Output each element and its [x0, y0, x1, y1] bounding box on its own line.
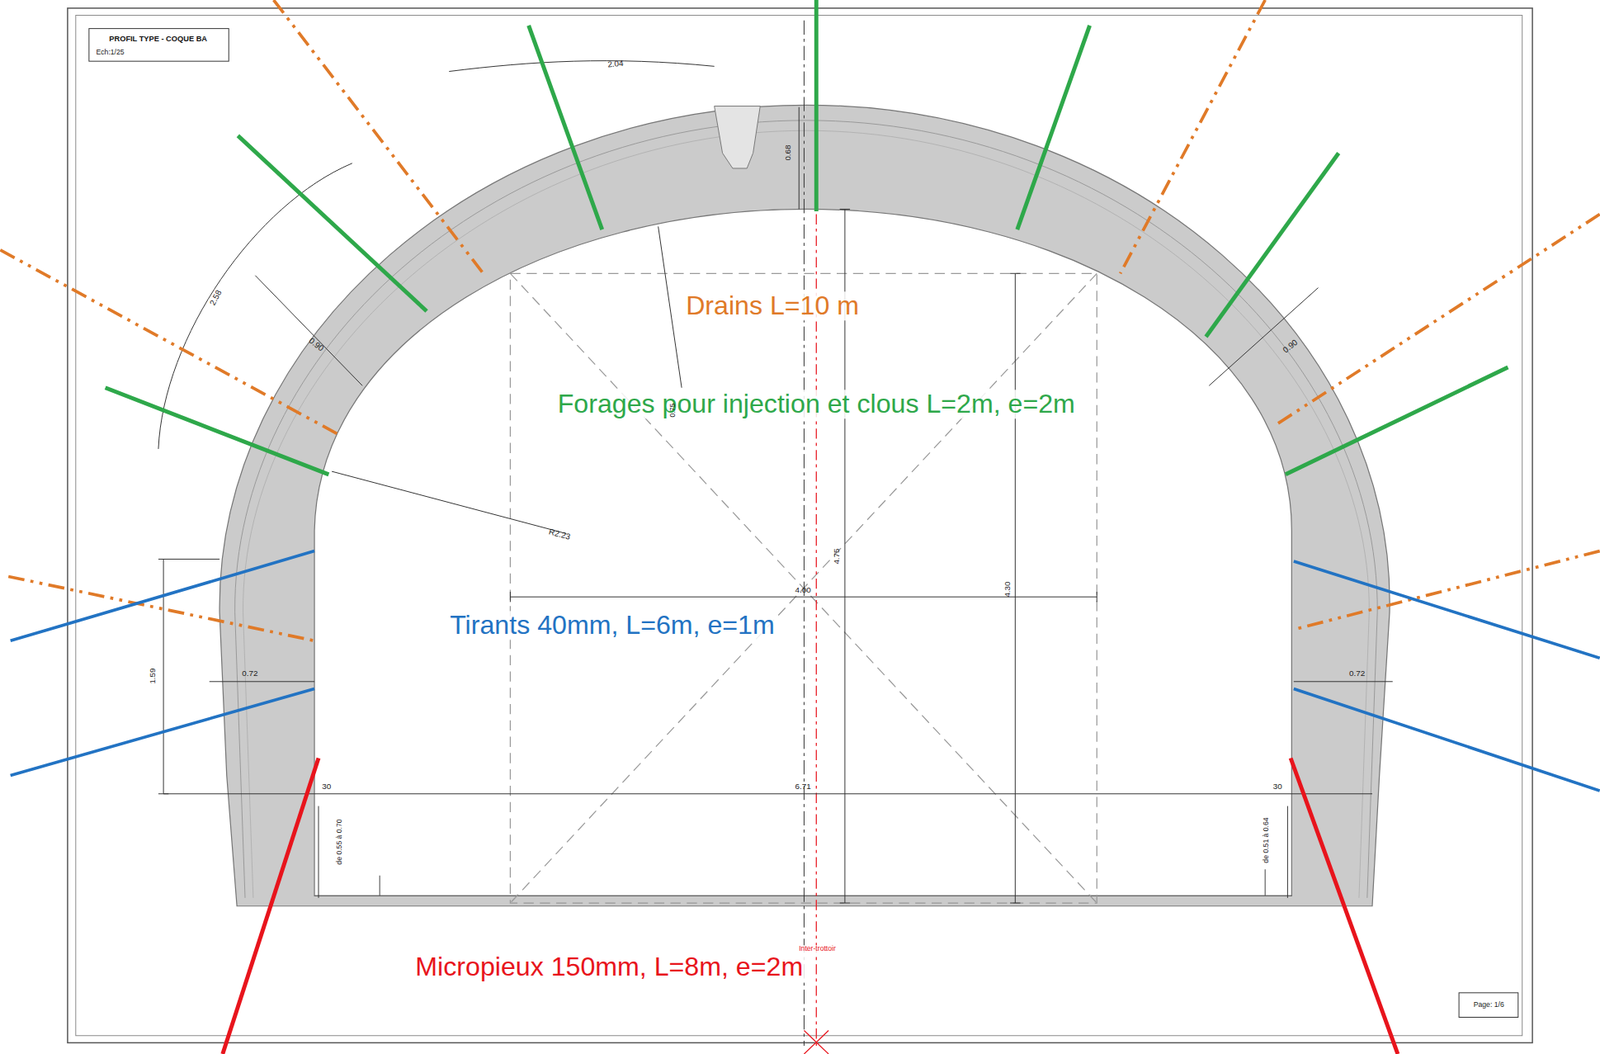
scale-text: Ech:1/25 — [95, 49, 124, 58]
title-box — [89, 28, 229, 62]
dimension-text: 2.04 — [607, 59, 624, 71]
dimension-text: 2.58 — [208, 288, 225, 307]
axis-mark — [803, 1030, 829, 1054]
dimension-text: 0.90 — [1281, 338, 1300, 355]
dimension-text: 4.75 — [832, 547, 842, 564]
floor-line — [314, 895, 1292, 897]
dimension-text: 4.00 — [795, 585, 812, 595]
annotation: Forages pour injection et clous L=2m, e=… — [555, 389, 1078, 419]
axis-label: Inter-trottoir — [796, 944, 839, 954]
sidewalk-edge — [379, 868, 1265, 896]
dimension-text: de 0.51 à 0.64 — [1262, 816, 1271, 863]
dimension-text: 0.90 — [306, 336, 326, 354]
axis-line — [816, 0, 817, 1046]
annotation: Tirants 40mm, L=6m, e=1m — [447, 610, 778, 640]
page-box — [1458, 992, 1519, 1018]
concrete-shell — [219, 104, 1390, 906]
anchor-line — [10, 551, 1600, 792]
dimension-text: 0.72 — [1349, 669, 1365, 679]
dimension-text: R2.23 — [547, 527, 572, 542]
dimension-text: 0.68 — [783, 145, 793, 161]
dimension-text: 30 — [321, 782, 331, 792]
drain-line — [0, 0, 1600, 641]
crown-notch — [714, 106, 761, 169]
drawing-title: PROFIL TYPE - COQUE BA — [108, 34, 208, 43]
sheet-frame — [75, 15, 1523, 1036]
gauge-box — [509, 273, 1097, 903]
axis-line — [803, 20, 805, 1046]
nail-line — [105, 0, 1509, 475]
sheet-frame — [67, 8, 1533, 1044]
dimension-lines — [158, 61, 1393, 903]
dimension-text: 30 — [1273, 782, 1283, 792]
micropile-line — [222, 758, 1398, 1054]
annotation: Drains L=10 m — [683, 291, 862, 321]
dimension-text: 0.75 — [669, 403, 678, 418]
dimension-text: de 0.55 à 0.70 — [335, 819, 345, 865]
dimension-text: 4.30 — [1002, 580, 1012, 597]
dimension-text: 6.71 — [795, 782, 812, 792]
shell-outline — [243, 130, 1370, 898]
annotation: Micropieux 150mm, L=8m, e=2m — [412, 953, 806, 982]
shell-outline — [235, 120, 1379, 898]
dimension-text: 0.72 — [241, 669, 258, 679]
dimension-text: 1.59 — [148, 667, 158, 684]
page-number: Page: 1/6 — [1473, 1000, 1505, 1010]
